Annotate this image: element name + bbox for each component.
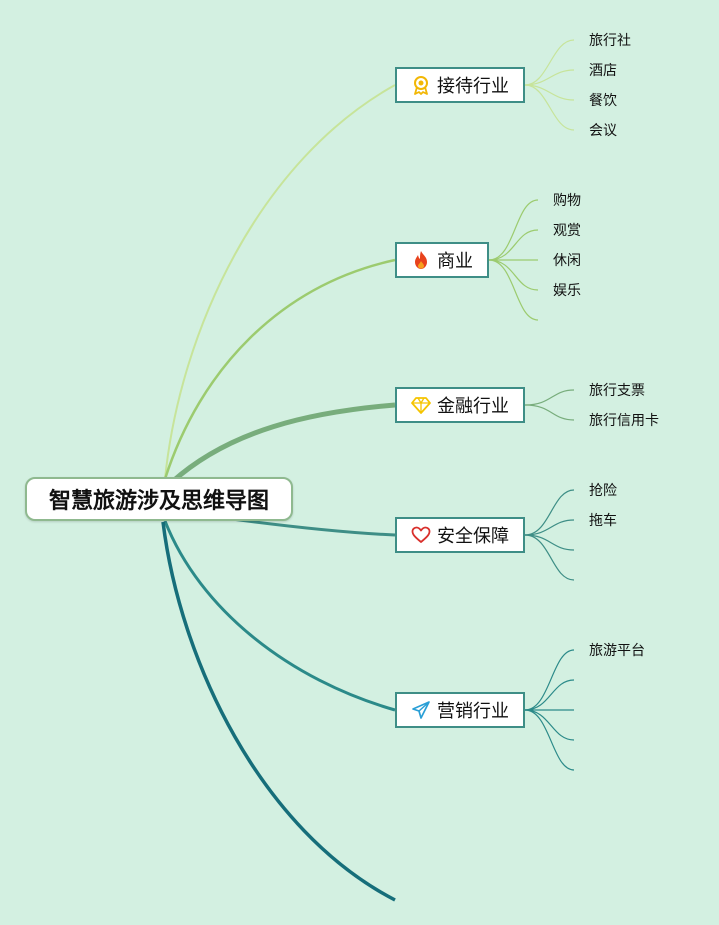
leaf-lines-reception [524,39,575,131]
subtopic-dining[interactable]: 餐饮 [589,93,617,109]
branch-line-marketing [163,520,396,712]
topic-finance-label: 金融行业 [437,396,509,417]
subtopic-travel-credit-card[interactable]: 旅行信用卡 [589,413,659,429]
root-topic-label: 智慧旅游涉及思维导图 [48,489,269,514]
topic-reception-label: 接待行业 [437,76,509,97]
topic-marketing-label: 营销行业 [437,701,509,722]
topic-safety-label: 安全保障 [437,526,509,547]
branch-line-safety [231,517,396,537]
leaf-lines-finance [524,389,575,421]
topic-finance[interactable]: 金融行业 [395,387,525,423]
paper-plane-icon [411,700,431,720]
subtopic-conference[interactable]: 会议 [589,123,617,139]
subtopic-travel-platform[interactable]: 旅游平台 [589,643,645,659]
heart-icon [411,525,431,545]
subtopic-towing[interactable]: 拖车 [589,513,617,529]
branch-line-reception [164,84,396,480]
topic-marketing[interactable]: 营销行业 [395,692,525,728]
subtopic-rescue[interactable]: 抢险 [589,483,617,499]
topic-commerce[interactable]: 商业 [395,242,489,278]
fire-icon [411,250,431,270]
leaf-lines-marketing [524,649,575,771]
subtopic-entertainment[interactable]: 娱乐 [553,283,581,299]
branch-line-commerce [163,258,396,480]
subtopic-hotel[interactable]: 酒店 [589,63,617,79]
subtopic-leisure[interactable]: 休闲 [553,253,581,269]
topic-reception[interactable]: 接待行业 [395,67,525,103]
subtopic-shopping[interactable]: 购物 [553,193,581,209]
root-topic[interactable]: 智慧旅游涉及思维导图 [25,477,293,521]
topic-commerce-label: 商业 [437,251,473,272]
leaf-lines-commerce [488,199,539,321]
ribbon-medal-icon [411,75,431,95]
subtopic-sightseeing[interactable]: 观赏 [553,223,581,239]
subtopic-travel-agency[interactable]: 旅行社 [589,33,631,49]
leaf-lines-safety [524,489,575,581]
branch-line-finance [170,402,396,484]
branch-line-tail [161,521,396,902]
subtopic-travelers-cheque[interactable]: 旅行支票 [589,383,645,399]
diamond-icon [411,395,431,415]
topic-safety[interactable]: 安全保障 [395,517,525,553]
